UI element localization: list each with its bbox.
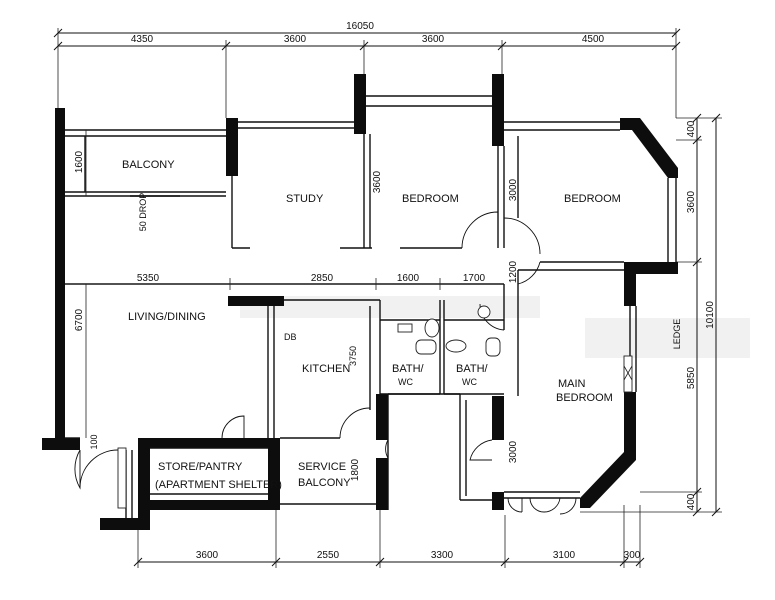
- dim-inner-1: 5350: [137, 273, 160, 284]
- dim-right-2: 3600: [686, 190, 697, 213]
- dim-top-2: 3600: [284, 34, 307, 45]
- watermark: [240, 296, 750, 358]
- room-study: STUDY: [286, 193, 324, 205]
- room-bedroom-1: BEDROOM: [402, 193, 459, 205]
- inner-dimension-lines: [65, 130, 504, 438]
- room-living-dining: LIVING/DINING: [128, 311, 206, 323]
- room-kitchen: KITCHEN: [302, 363, 350, 375]
- dim-bottom-1: 3600: [196, 550, 219, 561]
- room-balcony: BALCONY: [122, 159, 175, 171]
- bottom-dimension-lines: [133, 505, 645, 568]
- top-dimension-lines: [53, 28, 681, 118]
- dim-living-depth: 6700: [74, 308, 85, 331]
- dim-right-3: 5850: [686, 366, 697, 389]
- bath-fixtures: [117, 305, 501, 509]
- right-dimension-lines: [580, 113, 722, 517]
- dim-top-4: 4500: [582, 34, 605, 45]
- dim-right-total: 10100: [705, 301, 716, 329]
- dim-study-depth: 3600: [372, 170, 383, 193]
- doors: [74, 211, 633, 515]
- partition-walls: [65, 95, 677, 518]
- room-main-bedroom-line-2: BEDROOM: [556, 392, 613, 404]
- dim-top-1: 4350: [131, 34, 154, 45]
- dim-right-1: 400: [686, 120, 697, 137]
- structural-walls: [42, 74, 678, 530]
- balcony-drop-label: 50 DROP: [138, 193, 148, 232]
- dim-right-4: 400: [686, 493, 697, 510]
- dim-inner-4: 1700: [463, 273, 486, 284]
- room-bath-1: BATH/: [392, 363, 425, 375]
- dim-bottom-2: 2550: [317, 550, 340, 561]
- dim-kitchen-side: 3750: [348, 346, 358, 366]
- room-main-bedroom-line-1: MAIN: [558, 378, 586, 390]
- room-bedroom-2: BEDROOM: [564, 193, 621, 205]
- dim-balcony-depth: 1600: [74, 150, 85, 173]
- dim-bottom-5: 300: [624, 550, 641, 561]
- dim-overall-width: 16050: [346, 21, 374, 32]
- room-service-line-2: BALCONY: [298, 477, 351, 489]
- dim-service-depth: 1800: [350, 458, 361, 481]
- dim-bedroom-depth: 3000: [508, 178, 519, 201]
- dim-bottom-3: 3300: [431, 550, 454, 561]
- room-store-line-2: (APARTMENT SHELTER): [155, 479, 282, 491]
- room-bath-2: BATH/: [456, 363, 489, 375]
- dim-inner-2: 2850: [311, 273, 334, 284]
- dim-corridor: 1200: [508, 260, 519, 283]
- dim-bath-depth: 3000: [508, 440, 519, 463]
- kitchen-db-tag: DB: [284, 332, 297, 342]
- room-bath-1-wc: WC: [398, 377, 413, 387]
- room-service-line-1: SERVICE: [298, 461, 346, 473]
- dim-top-3: 3600: [422, 34, 445, 45]
- room-store-line-1: STORE/PANTRY: [158, 461, 243, 473]
- dim-inner-3: 1600: [397, 273, 420, 284]
- ledge-tag: LEDGE: [672, 319, 682, 350]
- room-bath-2-wc: WC: [462, 377, 477, 387]
- dim-store-door: 100: [89, 434, 99, 449]
- dim-bottom-4: 3100: [553, 550, 576, 561]
